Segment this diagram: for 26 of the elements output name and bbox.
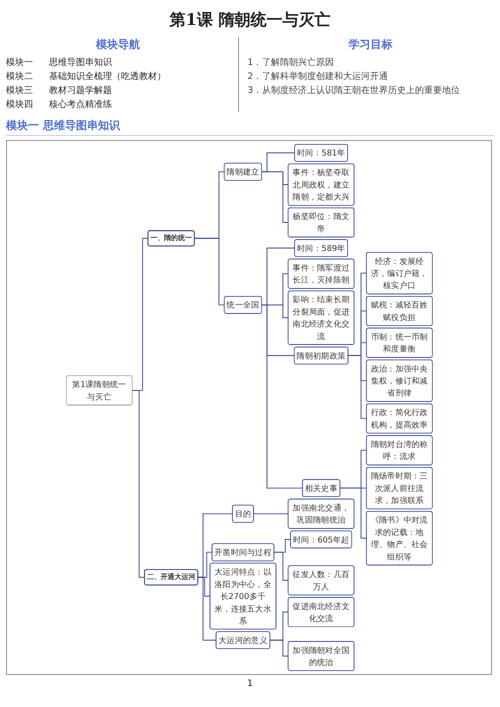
module-title: 核心考点精准练 [49, 98, 112, 112]
page-number: 1 [246, 679, 254, 689]
connector [273, 552, 288, 581]
connector [347, 355, 366, 419]
connector [261, 171, 288, 223]
connector [269, 640, 288, 656]
section-heading: 模块导航 [94, 37, 142, 52]
section-heading: 学习目标 [348, 37, 394, 52]
section-heading: 模块一 思维导图串知识 [6, 118, 494, 136]
connector [261, 304, 303, 489]
connector [252, 513, 288, 514]
module-title: 教材习题学解题 [49, 84, 112, 98]
module-number: 模块三 [6, 84, 33, 98]
connector [194, 238, 224, 306]
connector [339, 488, 366, 539]
module-title: 思维导图串知识 [49, 56, 112, 70]
module-number: 模块二 [6, 70, 33, 84]
learning-goal: 2．了解科举制度创建和大运河开通 [247, 70, 390, 84]
connector [132, 390, 145, 578]
module-number: 模块一 [6, 56, 33, 70]
module-number: 模块四 [6, 98, 33, 112]
learning-goal: 3．从制度经济上认识隋王朝在世界历史上的重要地位 [247, 84, 462, 98]
module-title: 基础知识全梳理（吃透教材） [49, 70, 166, 84]
learning-goal: 1．了解隋朝兴亡原因 [247, 56, 336, 70]
page-title: 第1课 隋朝统一与灭亡 [168, 10, 332, 31]
connector [197, 576, 216, 641]
